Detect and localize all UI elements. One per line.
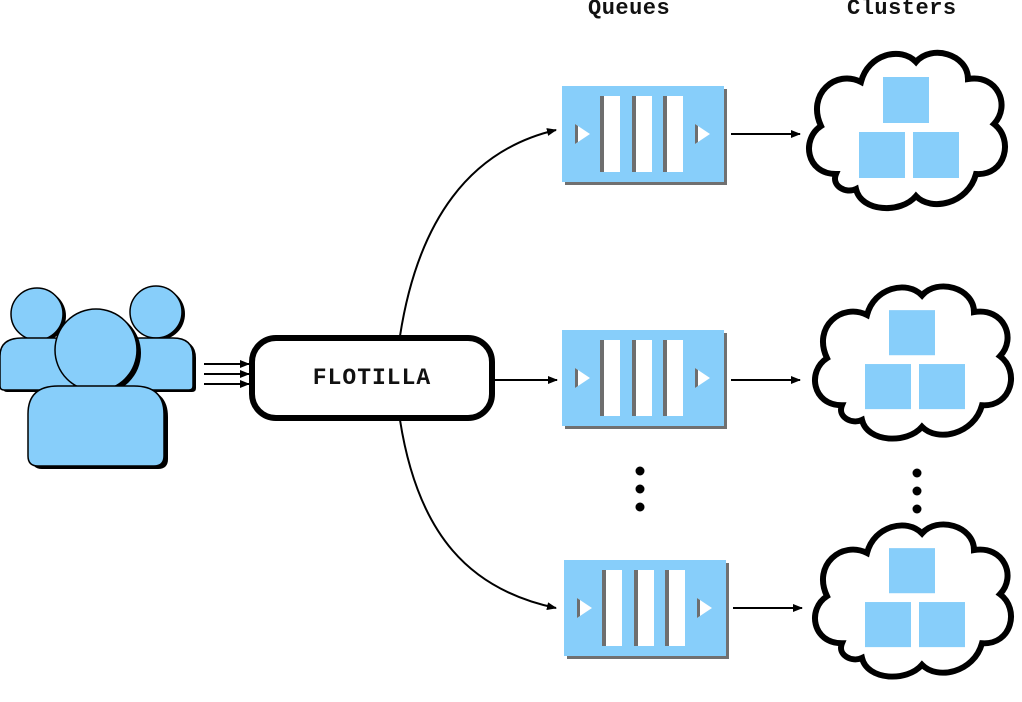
connector-to-queue-1 xyxy=(399,128,557,337)
flotilla-box xyxy=(249,335,495,421)
cloud-cluster-icon xyxy=(806,50,1008,211)
cloud-cluster-icon xyxy=(812,521,1014,680)
users-to-flotilla-arrows xyxy=(204,360,250,388)
clusters-header: Clusters xyxy=(847,0,957,21)
users-group-icon xyxy=(0,285,196,469)
flotilla-to-queue-connectors xyxy=(399,128,558,611)
connector-to-queue-n xyxy=(399,419,557,611)
flotilla-label: FLOTILLA xyxy=(312,365,432,391)
queue-to-cluster-arrows xyxy=(731,130,803,612)
queues-ellipsis xyxy=(635,466,645,512)
queue-icon xyxy=(564,560,729,659)
queue-icon xyxy=(562,86,727,185)
cloud-cluster-icon xyxy=(812,283,1014,442)
queues-header: Queues xyxy=(588,0,671,21)
clusters-ellipsis xyxy=(912,468,922,514)
queue-icon xyxy=(562,330,727,429)
